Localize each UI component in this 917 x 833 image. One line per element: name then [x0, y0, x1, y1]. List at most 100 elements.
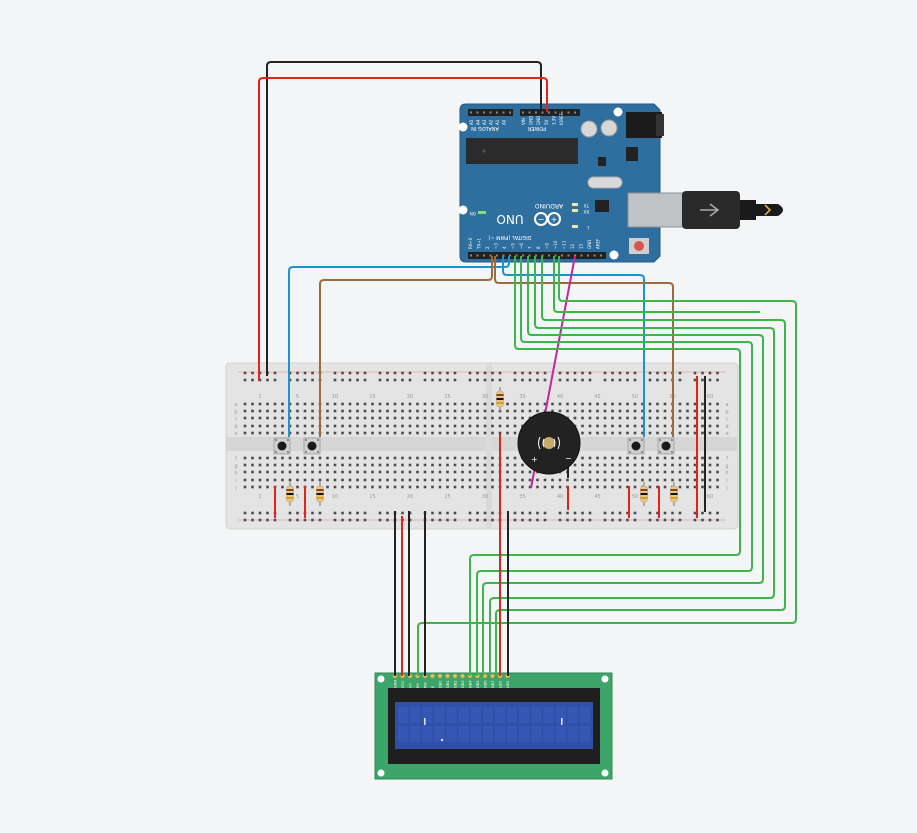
resistor[interactable]	[316, 482, 324, 506]
wire-5v-rail[interactable]	[258, 77, 548, 381]
pin-label: A0	[502, 119, 507, 125]
pin-label: ~9	[545, 243, 550, 249]
lcd-pin-label: GND	[394, 680, 398, 688]
lcd-pin-label: DB3	[461, 680, 465, 688]
pin-label: ~11	[562, 240, 567, 249]
usb-cable[interactable]	[682, 191, 783, 229]
wire-lcd-db7[interactable]	[417, 256, 797, 676]
svg-text:L: L	[586, 225, 589, 230]
wire-button-2[interactable]	[319, 256, 493, 437]
lcd-pin-label: DB0	[439, 680, 443, 688]
digital-header-label: DIGITAL (PWM ~)	[488, 234, 531, 240]
wire-lcd-db4[interactable]	[482, 256, 764, 676]
pin-label: 3.3V	[551, 116, 556, 125]
pin-label: ~6	[519, 243, 524, 249]
wire-button-3[interactable]	[494, 256, 674, 437]
column-number: 40	[557, 494, 563, 500]
lcd-pin-label: LED	[506, 681, 510, 688]
pin-label: 5V	[544, 119, 549, 125]
pin-label: 13	[579, 243, 584, 249]
breadboard-column-numbers: 1155101015152020252530303535404045455050…	[258, 394, 713, 500]
pushbutton[interactable]	[303, 437, 321, 455]
pin-label: A3	[482, 119, 487, 125]
lcd-pin-label: VCC	[401, 680, 405, 688]
column-number: 30	[482, 394, 488, 400]
wires[interactable]	[258, 61, 797, 676]
lcd-pin-label: RW	[424, 682, 428, 688]
resistor-top[interactable]	[496, 387, 504, 411]
wire-button-1[interactable]	[288, 256, 510, 437]
resistor[interactable]	[640, 482, 648, 506]
pin-label: VIN	[521, 118, 526, 125]
lcd-char	[424, 718, 426, 725]
reset-button[interactable]	[634, 241, 644, 251]
pin-label: RX←0	[468, 237, 473, 249]
breadboard[interactable]: 1155101015152020252530303535404045455050…	[225, 362, 739, 530]
wire-lcd-e[interactable]	[476, 256, 753, 676]
wire-gnd-rail[interactable]	[266, 61, 542, 376]
pushbutton[interactable]	[627, 437, 645, 455]
column-number: 60	[707, 394, 713, 400]
row-letter: i	[235, 478, 236, 484]
usb-port[interactable]	[627, 192, 685, 228]
header-pins	[470, 111, 602, 257]
arduino-uno-board[interactable]: − + UNO ARDUINO DIGITAL (PWM ~) ANALOG I…	[458, 103, 685, 263]
wire-lcd-db5[interactable]	[489, 256, 775, 676]
row-letter: e	[725, 431, 728, 437]
status-leds: TX RX L ON	[470, 203, 590, 230]
pin-label: ~5	[511, 243, 516, 249]
lcd-pin-label: DB6	[484, 680, 488, 688]
column-number: 50	[632, 494, 638, 500]
analog-header-label: ANALOG IN	[471, 125, 499, 131]
column-number: 15	[369, 394, 375, 400]
pin-label: 4	[502, 246, 507, 249]
resistor[interactable]	[286, 482, 294, 506]
pushbutton[interactable]	[273, 437, 291, 455]
lcd-char	[561, 718, 563, 725]
column-number: 25	[444, 494, 450, 500]
row-letter: g	[725, 463, 728, 469]
row-letter: a	[234, 402, 237, 408]
column-number: 60	[707, 494, 713, 500]
lcd-char	[441, 739, 443, 741]
piezo-buzzer[interactable]: + −	[517, 411, 581, 475]
row-letter: b	[234, 409, 237, 415]
row-letter: f	[726, 456, 728, 462]
wire-lcd-extra[interactable]	[553, 256, 760, 313]
column-number: 15	[369, 494, 375, 500]
column-number: 30	[482, 494, 488, 500]
column-number: 10	[332, 494, 338, 500]
column-number: 45	[594, 494, 600, 500]
mounting-hole	[458, 122, 468, 132]
pushbutton[interactable]	[657, 437, 675, 455]
svg-text:−: −	[538, 215, 545, 224]
column-number: 5	[296, 394, 299, 400]
row-letter: f	[235, 456, 237, 462]
sound-icon	[538, 436, 560, 450]
column-number: 25	[444, 394, 450, 400]
lcd-pin-label: DB4	[469, 680, 473, 688]
resistor[interactable]	[670, 482, 678, 506]
capacitor	[580, 120, 598, 138]
mounting-hole	[609, 250, 619, 260]
mounting-hole	[613, 107, 623, 117]
buzzer-center	[543, 437, 555, 449]
lcd-character-cells	[398, 707, 590, 742]
column-number: 10	[332, 394, 338, 400]
pin-label: 2	[485, 246, 490, 249]
svg-text:+: +	[551, 215, 558, 224]
row-letter: d	[725, 424, 728, 430]
wire-button-4[interactable]	[502, 256, 645, 437]
lcd-pin-label: DB1	[446, 680, 450, 688]
row-letter: g	[234, 463, 237, 469]
wire-lcd-rs[interactable]	[469, 256, 741, 676]
buzzer-minus: −	[565, 454, 572, 463]
row-letter: c	[726, 417, 729, 423]
svg-text:ON: ON	[470, 211, 476, 216]
wire-lcd-db6[interactable]	[495, 256, 786, 676]
crystal	[587, 176, 623, 189]
pin-label: TX→1	[477, 237, 482, 250]
